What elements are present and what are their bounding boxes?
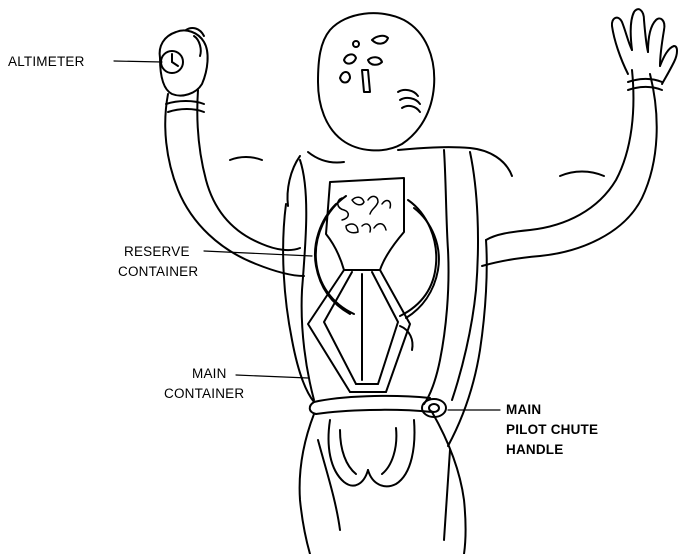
helmet	[318, 13, 434, 150]
leader-lines	[114, 61, 500, 410]
pilot-chute-label-line2: PILOT CHUTE	[506, 420, 598, 440]
altimeter-leader-line	[114, 61, 162, 62]
reserve-container	[315, 196, 439, 318]
shoulders	[288, 147, 513, 206]
main-container-leader-line	[236, 375, 308, 378]
pilot-chute-label-line1: MAIN	[506, 400, 541, 420]
main-container-label-line2: CONTAINER	[164, 384, 244, 404]
reserve-label-line1: RESERVE	[124, 242, 190, 262]
reserve-leader-line	[204, 251, 312, 256]
pilot-chute-label-line3: HANDLE	[506, 440, 563, 460]
waist-band	[310, 396, 432, 414]
right-hand	[612, 9, 677, 84]
skydive-city-logo	[338, 196, 391, 232]
altimeter-label: ALTIMETER	[8, 52, 85, 72]
main-container-label-line1: MAIN	[192, 364, 227, 384]
helmet-vent-top-icon	[353, 41, 359, 47]
altimeter-gauge	[161, 51, 183, 73]
legs	[300, 412, 466, 554]
reserve-label-line2: CONTAINER	[118, 262, 198, 282]
